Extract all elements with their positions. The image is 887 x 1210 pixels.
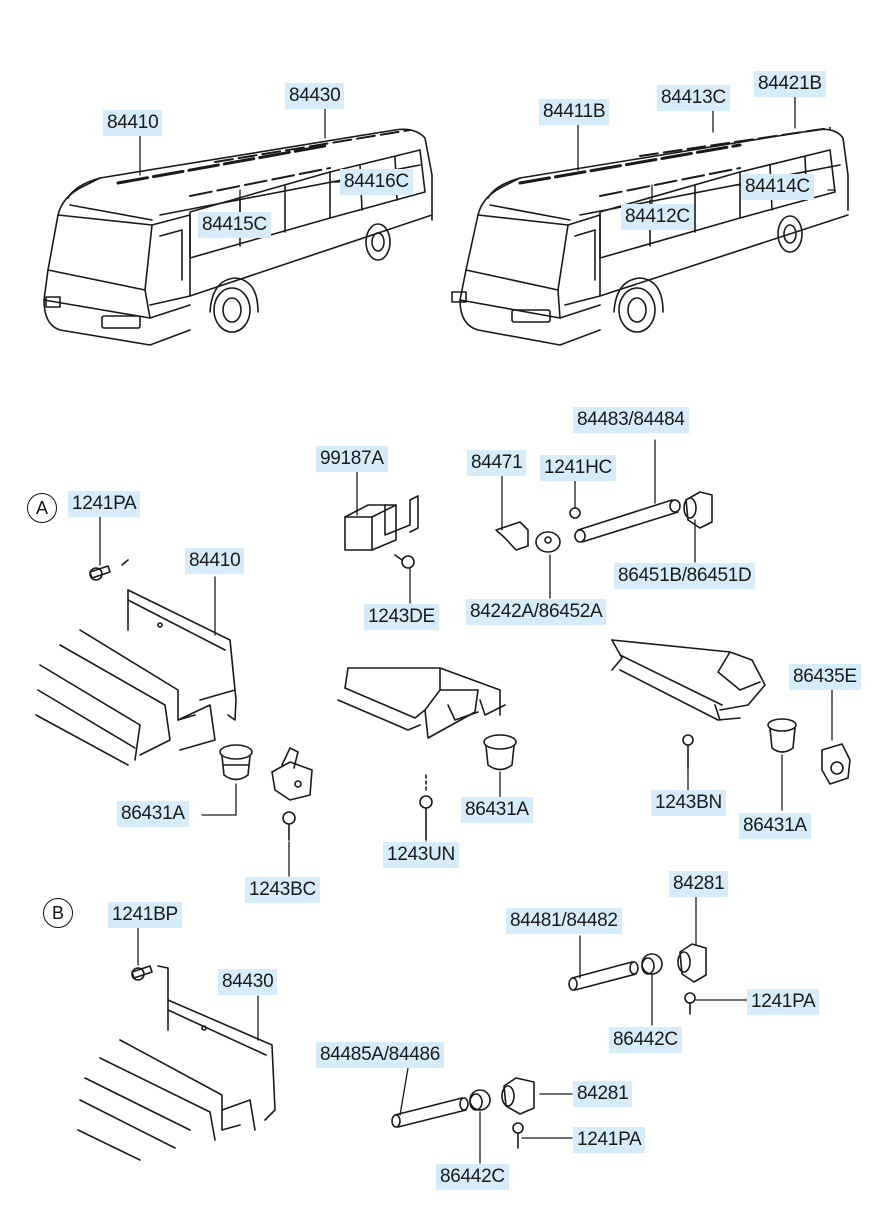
part-label-1243bc: 1243BC	[245, 877, 320, 903]
part-label-84412c: 84412C	[621, 204, 694, 230]
part-label-84414c: 84414C	[741, 174, 814, 200]
tube-84485a-illustration	[391, 1077, 535, 1149]
part-label-84416c: 84416C	[340, 169, 413, 195]
part-label-86451b-86451d: 86451B/86451D	[614, 563, 756, 589]
section-marker-b: B	[43, 898, 73, 928]
part-label-84485a-84486: 84485A/84486	[316, 1042, 445, 1068]
part-label-84281-lower: 84281	[573, 1081, 633, 1107]
part-label-86431a-left: 86431A	[117, 801, 189, 827]
part-label-84430-bus: 84430	[285, 83, 345, 109]
part-label-1241bp: 1241BP	[108, 902, 182, 928]
part-label-1241hc: 1241HC	[540, 455, 616, 481]
bus-right-illustration	[451, 127, 849, 346]
part-label-84430-b: 84430	[218, 969, 278, 995]
part-label-84281-upper: 84281	[669, 871, 729, 897]
part-label-1243de: 1243DE	[364, 604, 439, 630]
section-marker-a: A	[27, 493, 57, 523]
part-label-84421b: 84421B	[754, 71, 826, 97]
part-label-1243un: 1243UN	[383, 842, 459, 868]
rail-middle-illustration	[337, 495, 517, 841]
rail-84430-illustration	[77, 965, 276, 1161]
leader-lines	[99, 96, 836, 1164]
part-label-86442c-lower: 86442C	[436, 1164, 509, 1190]
part-label-84471: 84471	[467, 450, 527, 476]
rail-84410-illustration	[35, 559, 313, 841]
part-label-84242a-86452a: 84242A/86452A	[466, 599, 607, 625]
part-label-99187a: 99187A	[316, 446, 388, 472]
part-label-84411b: 84411B	[539, 99, 610, 125]
part-label-1241pa-upper: 1241PA	[747, 989, 820, 1015]
part-label-86431a-right: 86431A	[739, 813, 811, 839]
part-label-1241pa-lower: 1241PA	[573, 1127, 646, 1153]
part-label-1241pa-a: 1241PA	[68, 491, 141, 517]
part-label-84410-a: 84410	[185, 548, 245, 574]
part-label-1243bn: 1243BN	[651, 790, 726, 816]
part-label-84483-84484: 84483/84484	[573, 407, 689, 433]
part-label-84413c: 84413C	[657, 85, 730, 111]
tube-84481-illustration	[568, 943, 707, 1015]
part-label-84481-84482: 84481/84482	[506, 908, 622, 934]
part-label-86435e: 86435E	[789, 664, 861, 690]
part-label-84410-bus: 84410	[103, 110, 163, 136]
rail-right-illustration	[495, 491, 851, 785]
part-label-86431a-middle: 86431A	[461, 797, 533, 823]
part-label-86442c-upper: 86442C	[609, 1027, 682, 1053]
part-label-84415c: 84415C	[198, 212, 271, 238]
